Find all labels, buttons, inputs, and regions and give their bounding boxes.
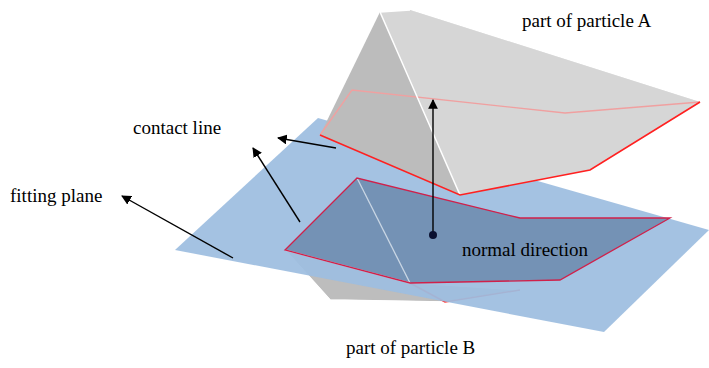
normal-arrow xyxy=(429,100,437,239)
part-label: normal direction xyxy=(462,239,588,261)
part-label: contact line xyxy=(133,117,221,139)
leader-arrows xyxy=(122,138,336,258)
part-label: part of particle B xyxy=(346,337,475,359)
particle-b-section xyxy=(285,178,670,283)
part-label: fitting plane xyxy=(10,185,102,207)
part-label: part of particle A xyxy=(522,10,651,32)
particle-a xyxy=(320,10,700,195)
